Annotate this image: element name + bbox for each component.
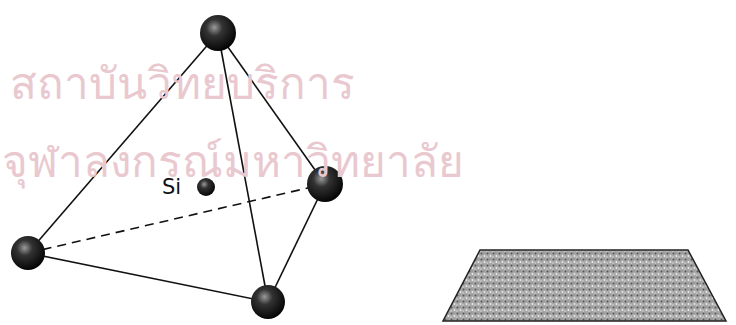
watermark-text: สถาบันวิทยบริการ: [10, 62, 355, 106]
watermark-text: จุฬาลงกรณ์มหาวิทยาลัย: [2, 140, 464, 184]
atom-label: Si: [162, 177, 181, 198]
